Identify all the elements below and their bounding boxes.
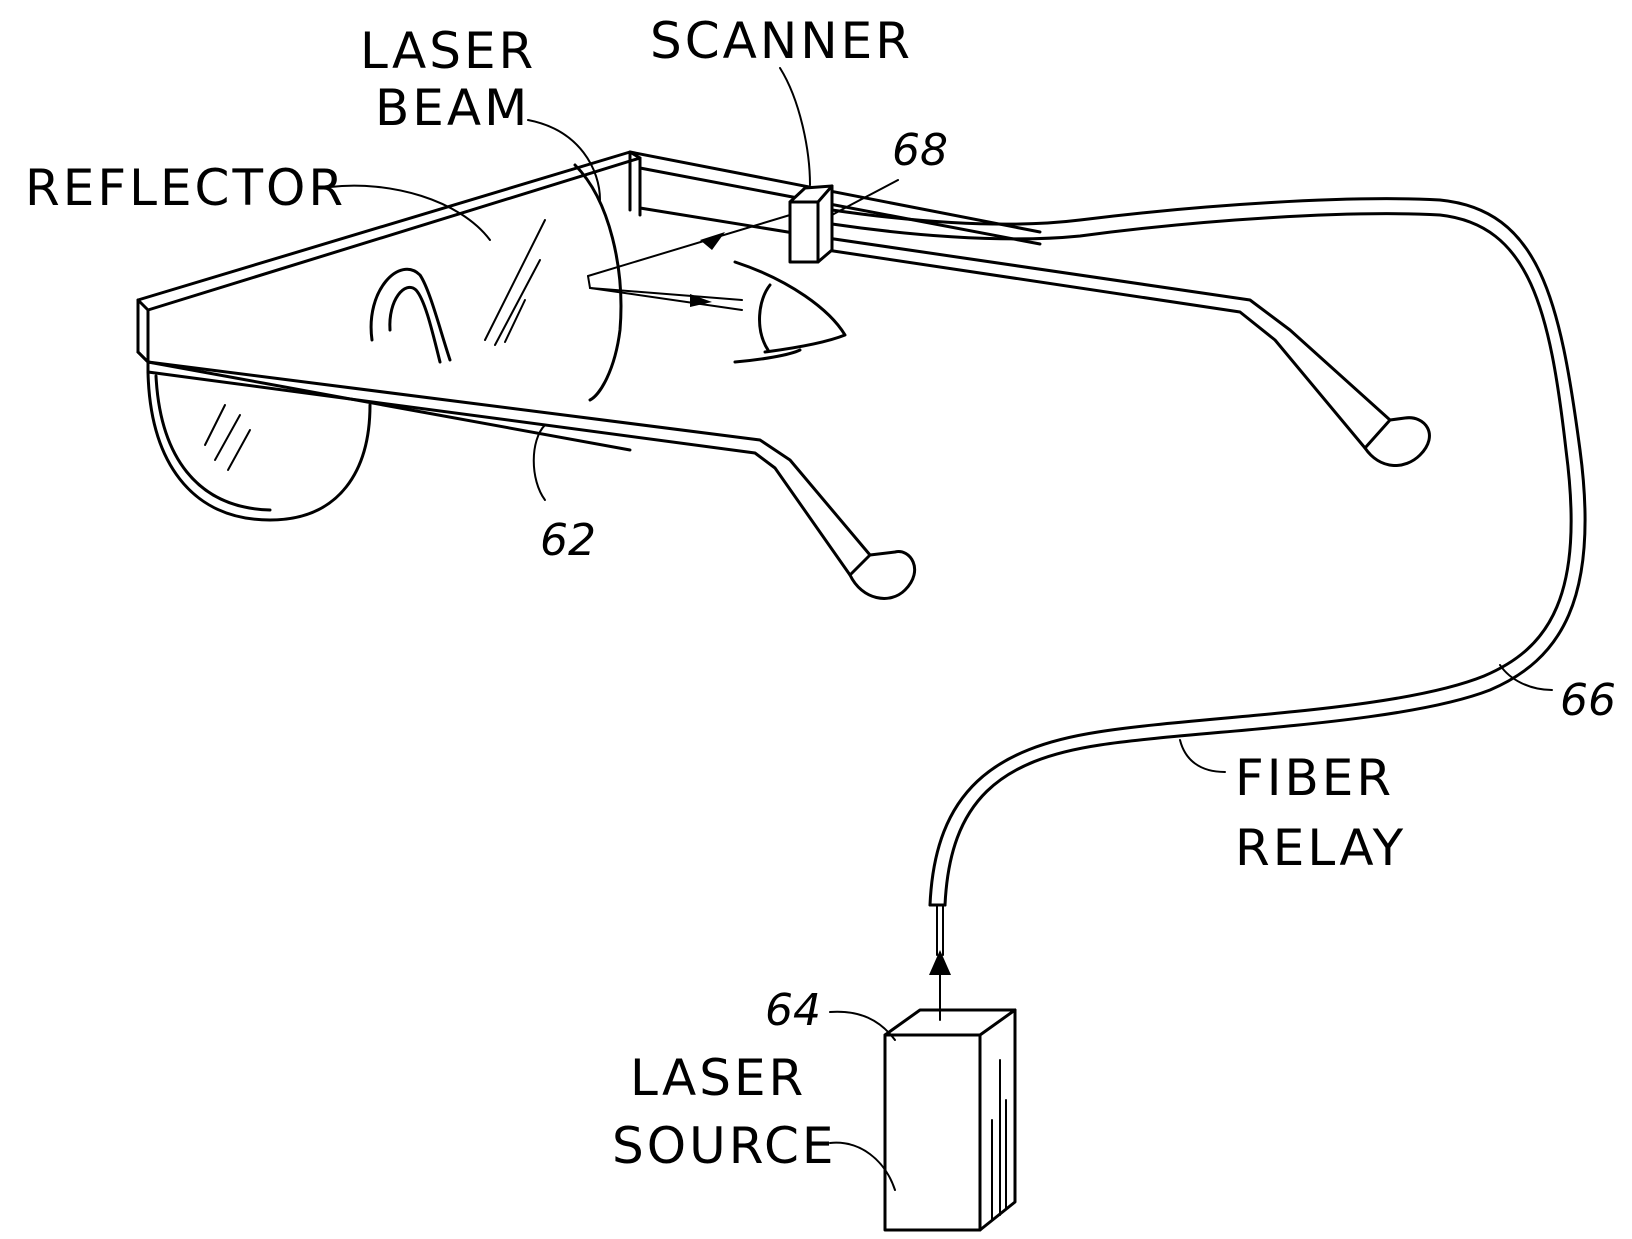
leader-66 xyxy=(1499,664,1553,691)
label-scanner: SCANNER xyxy=(650,12,913,70)
label-fiber-relay-1: FIBER xyxy=(1235,749,1394,807)
laser-beam-path xyxy=(587,214,791,311)
label-laser-beam-2: BEAM xyxy=(375,79,530,137)
leader-68 xyxy=(831,179,899,216)
scanner-block xyxy=(788,184,834,264)
leader-lines xyxy=(329,67,1553,1191)
leader-laser-source xyxy=(829,1141,896,1191)
ref-64: 64 xyxy=(765,985,821,1036)
laser-source-block xyxy=(883,1008,1017,1232)
laser-output-arrow xyxy=(929,950,951,1021)
leader-64 xyxy=(829,1010,896,1041)
leader-fiber-relay xyxy=(1179,739,1226,773)
label-reflector: REFLECTOR xyxy=(25,159,346,217)
label-laser-source-1: LASER xyxy=(630,1049,806,1107)
leader-reflector xyxy=(329,184,491,241)
fiber-relay xyxy=(830,197,1587,956)
label-laser-source-2: SOURCE xyxy=(612,1117,836,1175)
eyeglass-frame xyxy=(136,150,1431,600)
label-fiber-relay-2: RELAY xyxy=(1235,819,1406,877)
leader-scanner xyxy=(779,67,811,186)
left-lens xyxy=(146,370,372,522)
eye xyxy=(733,260,847,364)
ref-66: 66 xyxy=(1560,675,1616,726)
reflector-lens xyxy=(484,163,623,402)
ref-68: 68 xyxy=(892,125,948,176)
leader-laser-beam xyxy=(527,119,601,201)
leader-62 xyxy=(532,424,546,501)
label-laser-beam-1: LASER xyxy=(360,22,536,80)
ref-62: 62 xyxy=(540,515,596,566)
text-labels: LASER BEAM SCANNER REFLECTOR FIBER RELAY… xyxy=(25,12,1616,1175)
nose-bridge xyxy=(369,267,452,364)
